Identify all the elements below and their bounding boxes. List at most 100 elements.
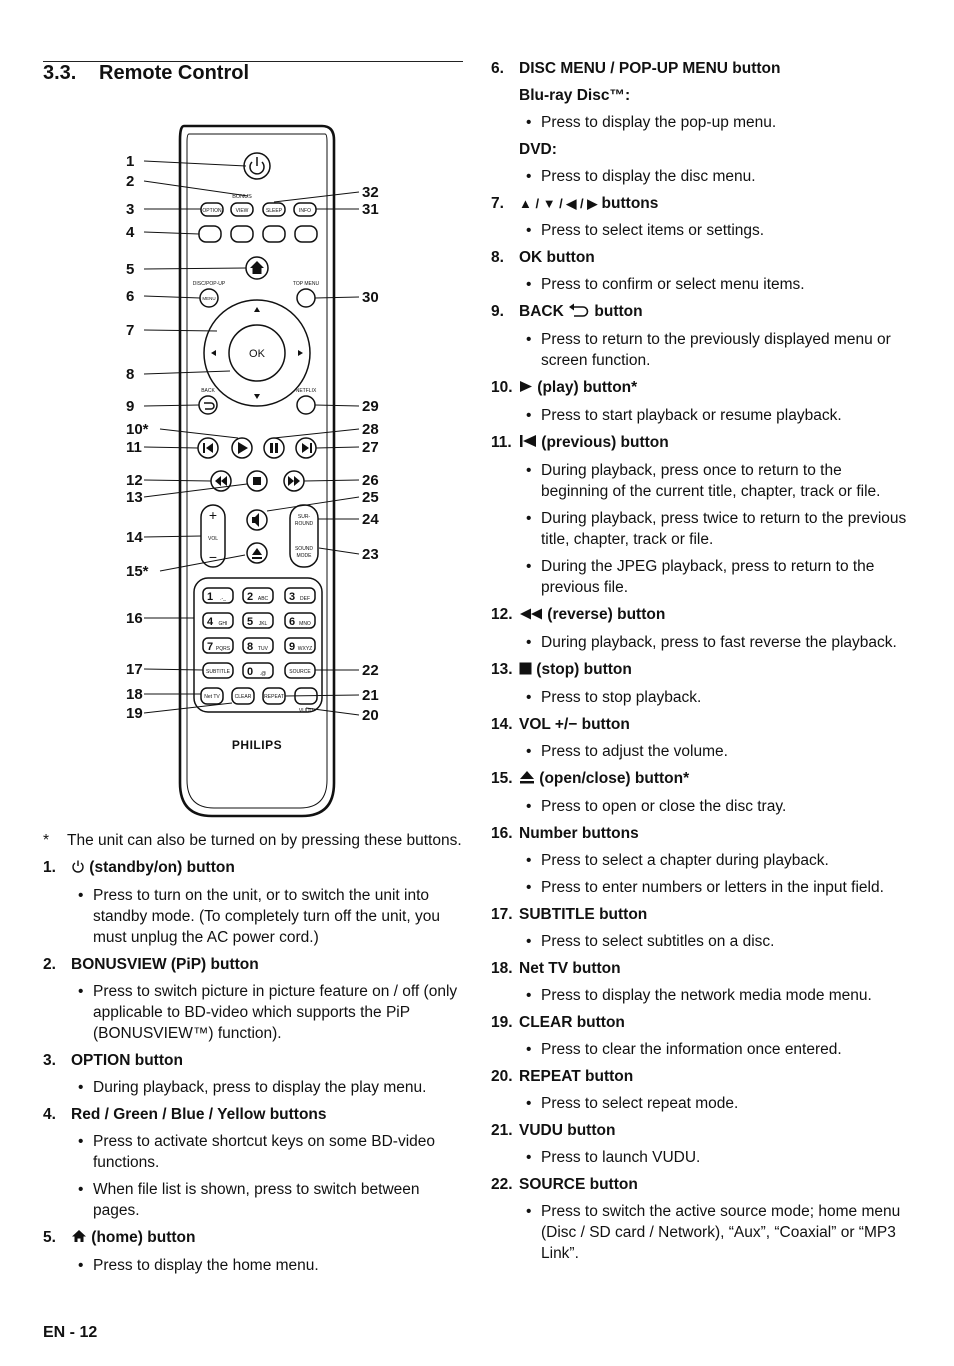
eject-icon xyxy=(519,769,535,790)
bullet-text: Press to select a chapter during playbac… xyxy=(519,850,911,871)
item-heading: 1. (standby/on) button xyxy=(43,857,463,879)
item-number: 10. xyxy=(491,379,513,396)
up-arrow-icon xyxy=(254,307,260,312)
item-number: 1. xyxy=(43,859,56,876)
callout-5-line xyxy=(143,267,247,270)
info-button-label: INFO xyxy=(299,208,311,214)
callout-15-line xyxy=(159,554,246,572)
green-button xyxy=(230,225,254,243)
next-icon xyxy=(302,443,309,453)
number-3-digit: 3 xyxy=(289,591,295,603)
callout-9-line xyxy=(143,404,200,407)
bullet-text: Press to select items or settings. xyxy=(519,220,911,241)
source-button xyxy=(284,662,316,679)
number-8-letters: TUV xyxy=(258,646,269,652)
callout-28-line xyxy=(273,428,360,439)
item-title: Number buttons xyxy=(519,825,639,842)
callout-6-line xyxy=(143,295,201,299)
bullet-text: Press to enter numbers or letters in the… xyxy=(519,877,911,898)
item-number: 17. xyxy=(491,906,513,923)
callout-4-label: 4 xyxy=(126,224,135,241)
sleep-button xyxy=(262,202,286,217)
callout-30-line xyxy=(314,296,360,299)
subtitle-button xyxy=(202,662,234,679)
callout-28-label: 28 xyxy=(362,421,379,438)
item-number: 6. xyxy=(491,60,504,77)
item-heading: 12. (reverse) button xyxy=(491,604,911,626)
callout-25-label: 25 xyxy=(362,489,379,506)
number-0-button xyxy=(242,662,274,679)
bullet-text: Press to switch the active source mode; … xyxy=(519,1201,911,1264)
item-title: SUBTITLE button xyxy=(519,906,648,923)
vol-minus: − xyxy=(209,549,217,565)
bullet-text: Press to select repeat mode. xyxy=(519,1093,911,1114)
callout-20-line xyxy=(305,707,360,716)
mute-icon xyxy=(252,513,259,527)
bullet-text: Press to display the pop-up menu. xyxy=(519,112,911,133)
number-7-letters: PQRS xyxy=(216,646,231,652)
netflix-label: NETFLIX xyxy=(296,388,317,394)
stop-button xyxy=(246,470,268,492)
view-button-label: VIEW xyxy=(236,208,249,214)
pause-icon-left xyxy=(270,443,273,453)
item-number: 5. xyxy=(43,1229,56,1246)
forward-icon xyxy=(288,476,300,486)
left-arrow-icon xyxy=(211,350,216,356)
callout-18-label: 18 xyxy=(126,686,143,703)
info-button xyxy=(293,202,317,217)
clear-label: CLEAR xyxy=(235,694,252,700)
callout-6-label: 6 xyxy=(126,288,134,305)
callout-8-line xyxy=(143,370,231,375)
nav-ring xyxy=(203,299,311,407)
numpad-frame xyxy=(193,577,323,713)
item-title: Net TV button xyxy=(519,960,621,977)
number-7-button xyxy=(202,637,234,654)
item-number: 21. xyxy=(491,1122,513,1139)
callout-19-label: 19 xyxy=(126,705,143,722)
item-number: 22. xyxy=(491,1176,513,1193)
eject-icon-bar xyxy=(252,557,262,559)
bullet-text: During the JPEG playback, press to retur… xyxy=(519,556,911,598)
option-button xyxy=(200,202,224,217)
item-heading: 3.OPTION button xyxy=(43,1050,463,1071)
previous-icon xyxy=(206,443,213,453)
callout-26-label: 26 xyxy=(362,472,379,489)
item-number: 19. xyxy=(491,1014,513,1031)
item-number: 14. xyxy=(491,716,513,733)
sleep-button-label: SLEEP xyxy=(266,208,283,214)
number-8-digit: 8 xyxy=(247,641,253,653)
disc-popup-label: DISC/POP-UP xyxy=(193,281,226,287)
play-icon xyxy=(519,378,533,399)
item-title: DISC MENU / POP-UP MENU button xyxy=(519,60,781,77)
callout-15-label: 15* xyxy=(126,563,149,580)
item-heading: 20.REPEAT button xyxy=(491,1066,911,1087)
left-item-list: 1. (standby/on) buttonPress to turn on t… xyxy=(43,857,463,1276)
callout-32-line xyxy=(273,191,360,203)
callout-3-label: 3 xyxy=(126,201,134,218)
item-number: 9. xyxy=(491,303,504,320)
ok-label: OK xyxy=(249,348,266,360)
callout-11-line xyxy=(143,446,199,449)
source-label: SOURCE xyxy=(289,669,311,675)
eject-button xyxy=(246,542,268,564)
item-title: buttons xyxy=(597,195,659,212)
callout-23-line xyxy=(318,547,360,555)
callout-27-line xyxy=(315,446,360,449)
next-icon-bar xyxy=(310,443,312,453)
number-1-button xyxy=(202,587,234,604)
callout-31-label: 31 xyxy=(362,201,379,218)
item-number: 12. xyxy=(491,606,513,623)
callout-19-line xyxy=(143,702,233,714)
item-heading: 15. (open/close) button* xyxy=(491,768,911,790)
stop-icon xyxy=(519,660,532,681)
number-8-button xyxy=(242,637,274,654)
callout-17-label: 17 xyxy=(126,661,143,678)
number-2-button xyxy=(242,587,274,604)
item-number: 8. xyxy=(491,249,504,266)
item-title: REPEAT button xyxy=(519,1068,634,1085)
item-title: CLEAR button xyxy=(519,1014,625,1031)
callout-32-label: 32 xyxy=(362,184,379,201)
number-2-letters: ABC xyxy=(258,596,269,602)
net-tv-button xyxy=(200,687,224,705)
item-heading: 10. (play) button* xyxy=(491,377,911,399)
